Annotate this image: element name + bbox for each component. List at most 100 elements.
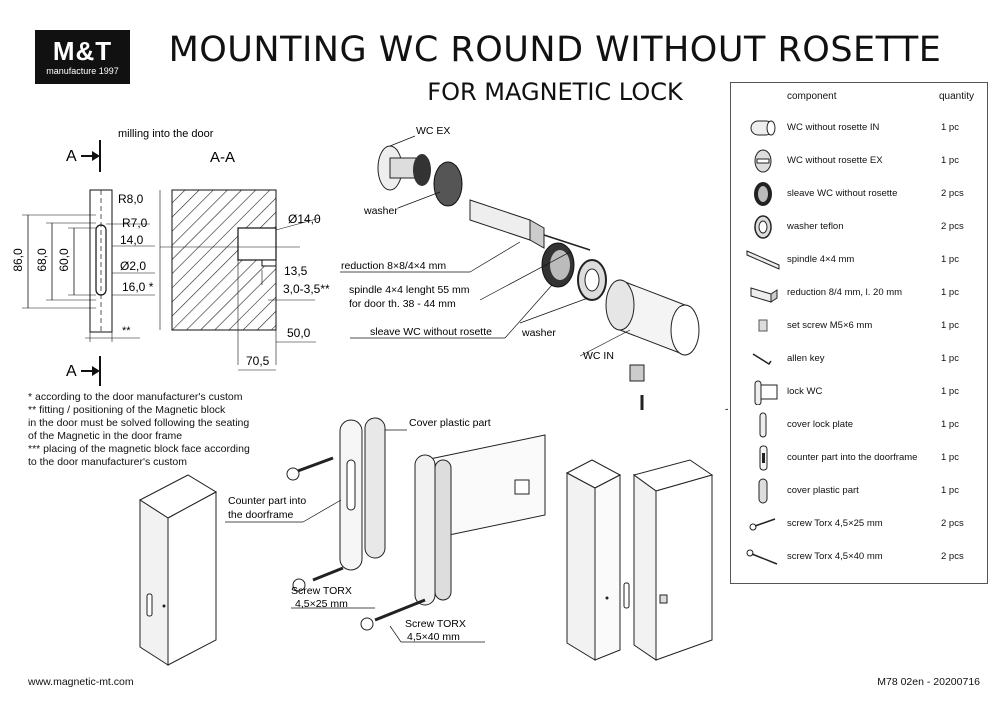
callout-spindle: spindle 4×4 lenght 55 mm <box>349 284 470 296</box>
dim-14: 14,0 <box>120 233 144 247</box>
part-qty: 1 pc <box>941 155 959 166</box>
dim-68: 68,0 <box>35 248 49 272</box>
list-item: washer teflon 2 pcs <box>731 212 987 242</box>
callout-washer-1: washer <box>363 205 398 217</box>
callout-reduction: reduction 8×8/4×4 mm <box>341 260 446 272</box>
milling-drawing: milling into the door A A 86,0 68,0 60,0… <box>11 128 330 386</box>
dim-86: 86,0 <box>11 248 25 272</box>
callout-cover-plastic: Cover plastic part <box>409 417 491 429</box>
dim-d2: Ø2,0 <box>120 259 146 273</box>
part-qty: 1 pc <box>941 320 959 331</box>
dim-70-5: 70,5 <box>246 354 270 368</box>
sleave-icon <box>754 182 772 206</box>
list-item: cover plastic part 1 pc <box>731 476 987 506</box>
lock-assembly-view: Cover plastic part Counter part into the… <box>225 417 546 643</box>
callout-washer-2: washer <box>521 327 556 339</box>
part-name: WC without rosette IN <box>787 122 880 133</box>
reduction-icon <box>750 287 778 303</box>
part-qty: 1 pc <box>941 386 959 397</box>
set-screw-icon <box>758 319 768 332</box>
wc-ex-knob <box>377 145 463 207</box>
dim-star2: ** <box>122 325 131 337</box>
section-marker-top: A <box>66 148 77 165</box>
cover-plastic-icon <box>758 478 768 504</box>
spindle-icon <box>746 250 780 270</box>
dim-r7: R7,0 <box>122 216 148 230</box>
dim-3-3-5: 3,0-3,5*** <box>283 282 330 296</box>
dim-phi14: Ø14,0 <box>288 212 321 226</box>
part-name: counter part into the doorframe <box>787 452 918 463</box>
footer-url: www.magnetic-mt.com <box>28 676 134 688</box>
part-name: screw Torx 4,5×40 mm <box>787 551 883 562</box>
section-aa-label: A-A <box>210 149 235 166</box>
list-item: reduction 8/4 mm, l. 20 mm 1 pc <box>731 278 987 308</box>
part-qty: 1 pc <box>941 419 959 430</box>
door-illustration <box>139 474 218 666</box>
callout-sleave: sleave WC without rosette <box>370 326 492 338</box>
logo-mark: M&T <box>52 36 113 66</box>
col-quantity-header: quantity <box>939 91 975 102</box>
part-qty: 1 pc <box>941 485 959 496</box>
part-qty: 1 pc <box>941 254 959 265</box>
dim-13-5: 13,5 <box>284 264 308 278</box>
part-name: screw Torx 4,5×25 mm <box>787 518 883 529</box>
callout-screw-25: Screw TORX <box>291 585 352 597</box>
screw-long-icon <box>746 549 778 565</box>
list-item: spindle 4×4 mm 1 pc <box>731 245 987 275</box>
list-item: cover lock plate 1 pc <box>731 410 987 440</box>
callout-screw-40: Screw TORX <box>405 618 466 630</box>
part-name: cover plastic part <box>787 485 859 496</box>
part-name: cover lock plate <box>787 419 854 430</box>
section-marker-bottom: A <box>66 363 77 380</box>
part-qty: 1 pc <box>941 287 959 298</box>
list-item: counter part into the doorframe 1 pc <box>731 443 987 473</box>
part-qty: 1 pc <box>941 353 959 364</box>
callout-counter-part: Counter part into <box>228 495 306 507</box>
counter-part-icon <box>759 445 768 471</box>
lock-icon <box>754 380 778 405</box>
brand-logo: M&T manufacture 1997 <box>35 30 130 84</box>
part-name: washer teflon <box>787 221 844 232</box>
logo-subtitle: manufacture 1997 <box>46 66 119 76</box>
door-frame-illustration <box>565 459 714 661</box>
parts-list: component quantity WC without rosette IN… <box>730 82 988 584</box>
part-name: WC without rosette EX <box>787 155 883 166</box>
list-item: screw Torx 4,5×25 mm 2 pcs <box>731 509 987 539</box>
screw-icon <box>749 518 776 531</box>
part-qty: 1 pc <box>941 122 959 133</box>
wc-ex-icon <box>754 149 772 173</box>
footnotes: * according to the door manufacturer's c… <box>28 391 250 469</box>
list-item: screw Torx 4,5×40 mm 2 pcs <box>731 542 987 572</box>
part-name: lock WC <box>787 386 823 397</box>
dim-60: 60,0 <box>57 248 71 272</box>
part-qty: 2 pcs <box>941 551 964 562</box>
part-name: reduction 8/4 mm, l. 20 mm <box>787 287 903 298</box>
wc-in-icon <box>750 120 776 136</box>
note-line: to the door manufacturer's custom <box>28 456 187 468</box>
dim-50: 50,0 <box>287 326 311 340</box>
callout-doorframe: the doorframe <box>228 509 294 521</box>
cover-plate-icon <box>759 412 767 438</box>
callout-wc-in: WC IN <box>583 350 614 362</box>
col-component-header: component <box>787 91 837 102</box>
part-qty: 1 pc <box>941 452 959 463</box>
dim-16: 16,0 * <box>122 280 154 294</box>
dim-r8: R8,0 <box>118 192 144 206</box>
note-line: in the door must be solved following the… <box>28 417 250 429</box>
list-item: lock WC 1 pc <box>731 377 987 407</box>
list-item: WC without rosette IN 1 pc <box>731 113 987 143</box>
page-title: MOUNTING WC ROUND WITHOUT ROSETTE <box>168 30 942 70</box>
part-name: spindle 4×4 mm <box>787 254 855 265</box>
list-item: WC without rosette EX 1 pc <box>731 146 987 176</box>
note-line: * according to the door manufacturer's c… <box>28 391 243 403</box>
part-qty: 2 pcs <box>941 188 964 199</box>
washer-icon <box>754 215 772 239</box>
list-item: set screw M5×6 mm 1 pc <box>731 311 987 341</box>
part-qty: 2 pcs <box>941 518 964 529</box>
note-line: of the Magnetic in the door frame <box>28 430 183 442</box>
part-name: sleave WC without rosette <box>787 188 898 199</box>
callout-spindle-door: for door th. 38 - 44 mm <box>349 298 456 310</box>
part-qty: 2 pcs <box>941 221 964 232</box>
milling-label: milling into the door <box>118 128 214 140</box>
allen-key-icon <box>752 353 772 366</box>
